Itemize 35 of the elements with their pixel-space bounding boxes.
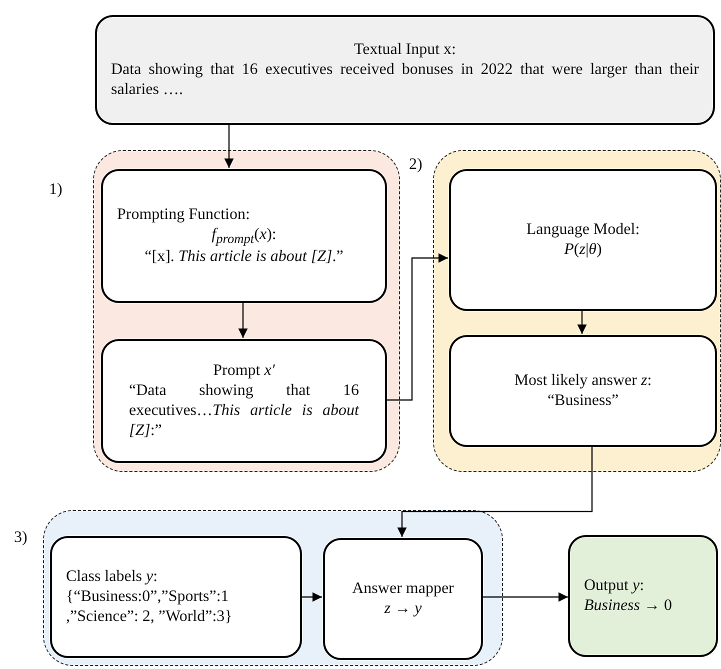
node-text: “[x]. This article is about [Z].” [144, 247, 344, 268]
arrow [386, 253, 448, 401]
node-text: Output y: [584, 576, 646, 596]
node-text: Textual Input x: [353, 40, 457, 60]
arrow [397, 446, 593, 537]
node-text: Language Model: [525, 220, 641, 240]
node-text: Most likely answer z: [513, 371, 653, 391]
process-box [449, 169, 717, 311]
node-text: f$_{prompt}$(x): [210, 224, 278, 248]
arrow [301, 592, 322, 602]
section-number: 1) [49, 181, 62, 199]
node-text: “Data showing that 16 executives…This article is about [Z]:” [129, 381, 359, 441]
node-text: z → y [383, 599, 423, 619]
node-text: “Business” [546, 391, 620, 411]
arrow [482, 592, 568, 602]
node-text: Class labels y: [66, 567, 159, 587]
node-text: Business → 0 [584, 596, 673, 616]
process-box [101, 339, 387, 463]
node-text: Prompting Function: [117, 204, 251, 225]
node-text: Answer mapper [351, 579, 455, 599]
process-box [101, 169, 387, 303]
arrow [224, 125, 234, 168]
section-number: 3) [14, 529, 28, 547]
node-text: {“Business:0”,”Sports”:1 ,”Science”: 2, ”World”:3} [66, 587, 234, 627]
section-number: 2) [409, 156, 422, 174]
node-text: P(z|θ) [563, 240, 603, 260]
input-box [95, 15, 715, 125]
arrow [577, 310, 587, 334]
node-text: Prompt x′ [212, 361, 276, 381]
process-box [449, 335, 717, 447]
node-text: Data showing that 16 executives received bonuses in 2022 that were larger than their salaries …. [111, 60, 699, 100]
arrow [238, 302, 248, 338]
process-box [50, 536, 302, 658]
output-box [568, 535, 718, 657]
process-box [323, 538, 483, 660]
